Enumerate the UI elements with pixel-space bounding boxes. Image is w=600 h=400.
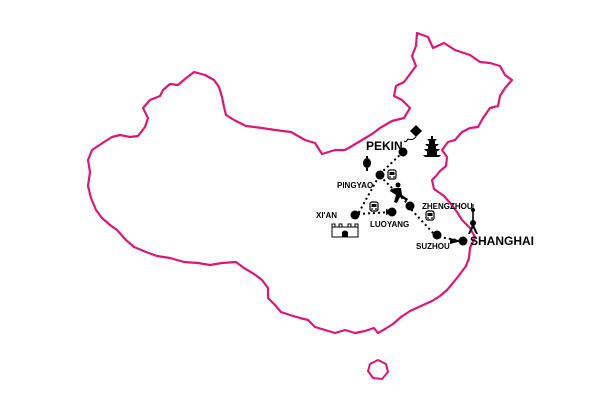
- route-arrow-2: [450, 238, 462, 244]
- city-label-pingyao: PINGYAO: [337, 181, 373, 190]
- city-label-pekin: PEKIN: [366, 139, 403, 153]
- kite-icon: [403, 125, 422, 143]
- route-lines: [357, 151, 463, 242]
- city-label-zhengzhou: ZHENGZHOU: [422, 202, 473, 211]
- train-icon: [387, 169, 397, 180]
- china-outline: [86, 31, 514, 335]
- city-dots: [350, 147, 468, 246]
- train-icon: [369, 201, 379, 212]
- city-dot-pingyao[interactable]: [375, 170, 385, 180]
- hainan-island: [367, 359, 389, 380]
- kungfu-icon: [390, 182, 408, 203]
- city-dot-xian[interactable]: [350, 210, 360, 220]
- city-wall-icon: [331, 223, 359, 238]
- city-label-shanghai: SHANGHAI: [470, 234, 534, 248]
- city-dot-suzhou[interactable]: [432, 230, 442, 240]
- city-label-luoyang: LUOYANG: [370, 220, 409, 229]
- lantern-icon: [363, 156, 371, 171]
- city-label-xian: XI'AN: [316, 211, 337, 220]
- city-dot-shanghai[interactable]: [458, 236, 468, 246]
- pagoda-icon: [423, 136, 441, 157]
- city-dot-luoyang[interactable]: [387, 207, 397, 217]
- city-dot-zhengzhou[interactable]: [405, 201, 415, 211]
- tv-tower-icon: [468, 204, 478, 234]
- city-dot-pekin[interactable]: [398, 147, 408, 157]
- train-icon: [425, 210, 435, 221]
- city-label-suzhou: SUZHOU: [416, 242, 450, 251]
